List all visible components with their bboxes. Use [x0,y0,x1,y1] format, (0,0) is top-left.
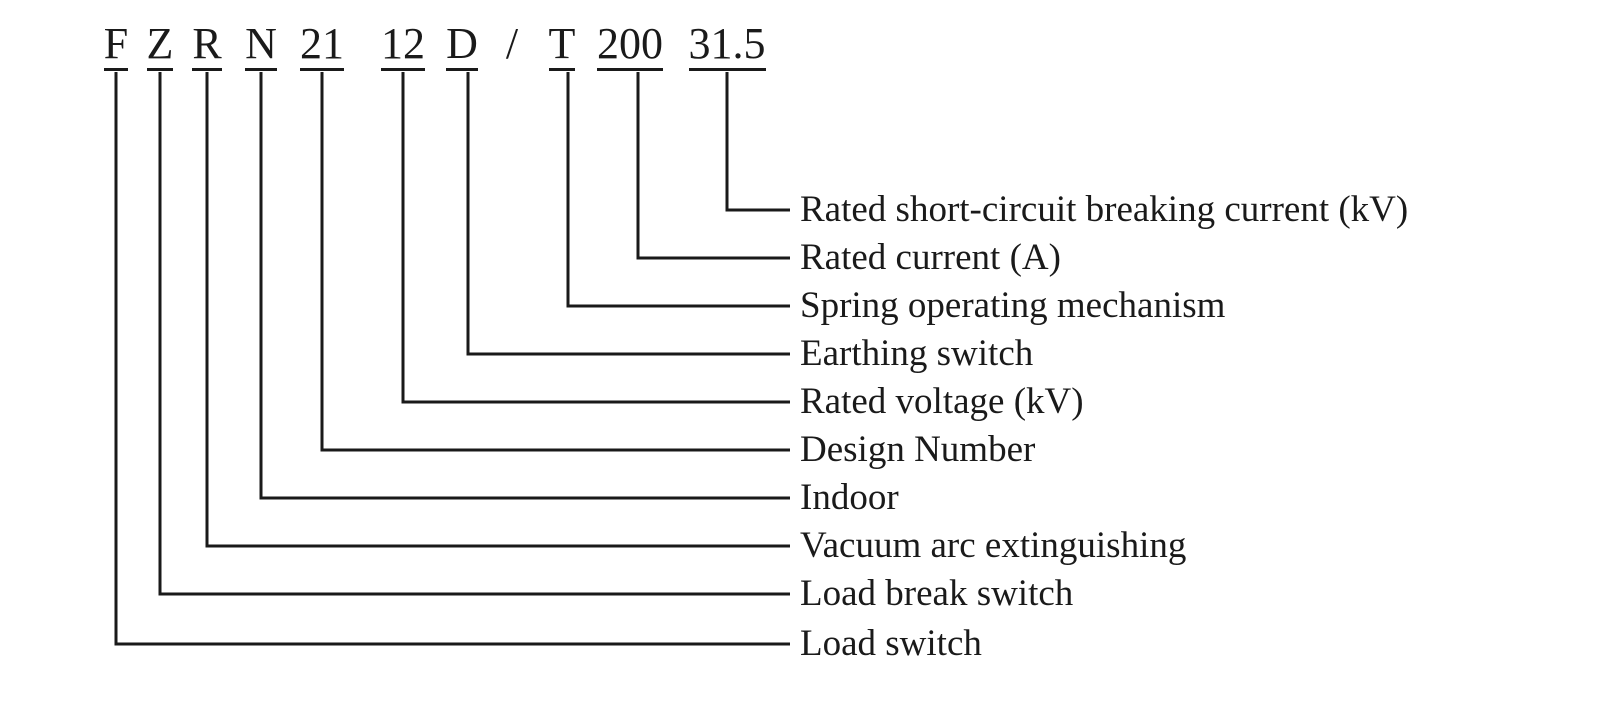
label-text: Vacuum arc extinguishing [800,525,1187,566]
label-text: Rated current (A) [800,237,1061,278]
code-segment-315: 31.5 [681,22,773,71]
code-segment-F: F [96,22,136,71]
label-text: Design Number [800,429,1036,470]
label-text: Indoor [800,477,899,518]
leader-line [259,72,790,500]
code-segment-text: 21 [300,22,344,71]
label-text: Rated short-circuit breaking current (kV… [800,189,1409,230]
leader-line [566,72,790,308]
code-segment-R: R [186,22,228,71]
leader-line [114,72,790,646]
leader-line [320,72,790,452]
leader-line [725,72,790,212]
code-segment-text: 12 [381,22,425,71]
code-segment-: / [497,22,527,66]
code-segment-21: 21 [295,22,349,71]
code-segment-text: / [505,19,519,68]
leader-line [466,72,790,356]
leader-line [636,72,790,260]
leader-line [401,72,790,404]
code-segment-text: R [192,22,222,71]
leader-line [205,72,790,548]
code-segment-text: T [548,22,576,71]
code-segment-D: D [440,22,484,71]
code-segment-text: N [245,22,277,71]
label-text: Load switch [800,623,982,664]
code-segment-text: D [446,22,478,71]
label-text: Rated voltage (kV) [800,381,1084,422]
code-segment-Z: Z [140,22,180,71]
label-text: Earthing switch [800,333,1034,374]
code-segment-200: 200 [590,22,670,71]
label-text: Spring operating mechanism [800,285,1226,326]
label-text: Load break switch [800,573,1074,614]
code-segment-12: 12 [376,22,430,71]
code-segment-text: 200 [597,22,663,71]
code-segment-T: T [541,22,583,71]
code-segment-text: 31.5 [688,22,766,71]
code-segment-N: N [239,22,283,71]
code-segment-text: Z [146,22,174,71]
leader-line [158,72,790,596]
code-segment-text: F [103,22,129,71]
